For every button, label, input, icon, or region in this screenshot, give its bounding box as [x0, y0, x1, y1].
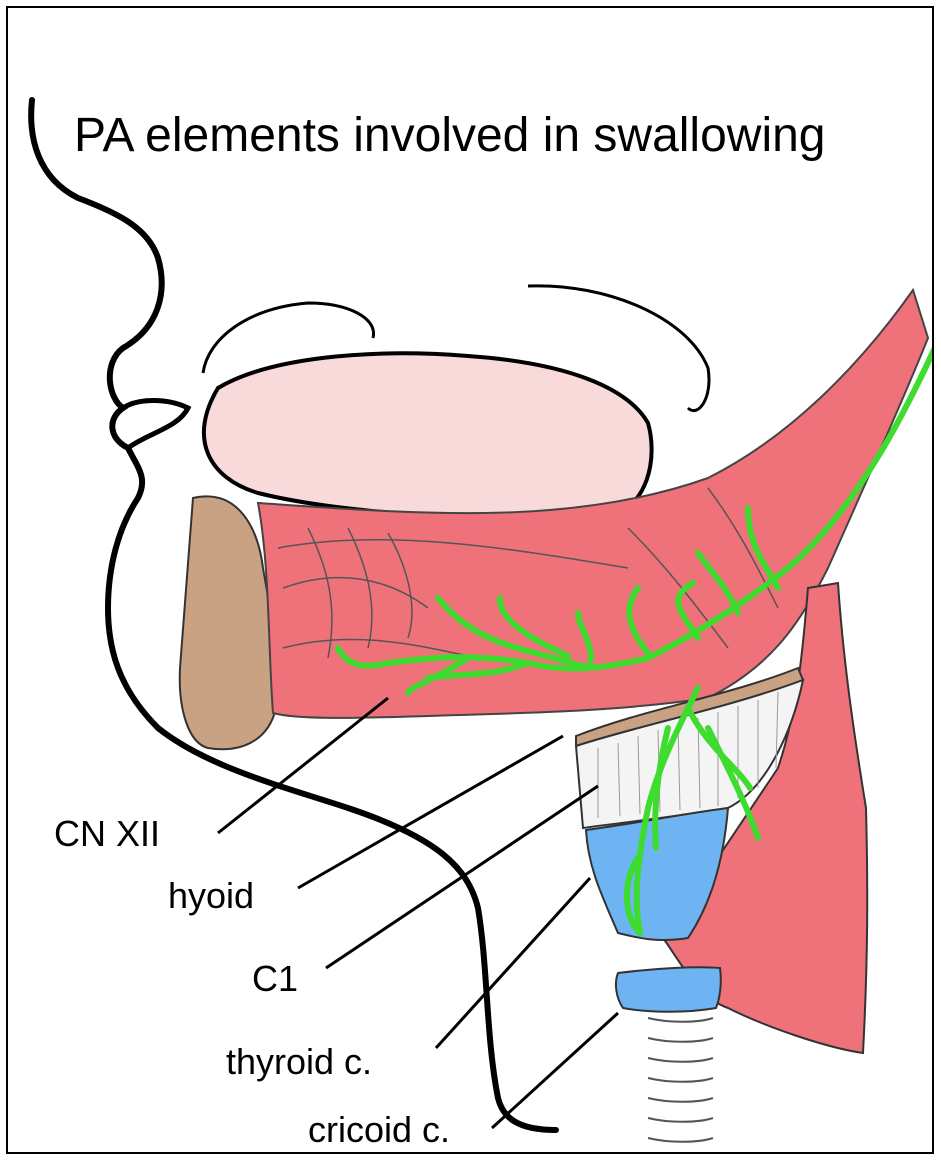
leader-thyroid — [436, 878, 590, 1048]
label-hyoid: hyoid — [168, 878, 254, 914]
leader-cricoid — [492, 1013, 618, 1128]
label-cricoid-cartilage: cricoid c. — [308, 1112, 450, 1148]
upper-lip-outline — [123, 401, 188, 449]
cricoid-cartilage — [616, 967, 721, 1012]
label-cn-xii: CN XII — [54, 816, 160, 852]
anatomy-illustration — [8, 8, 934, 1154]
diagram-frame: PA elements involved in swallowing CN XI… — [6, 6, 934, 1154]
leader-hyoid — [298, 736, 563, 888]
trachea-rings — [648, 1018, 713, 1142]
diagram-title: PA elements involved in swallowing — [74, 108, 826, 163]
label-c1: C1 — [252, 961, 298, 997]
label-thyroid-cartilage: thyroid c. — [226, 1044, 372, 1080]
palate — [204, 353, 652, 518]
